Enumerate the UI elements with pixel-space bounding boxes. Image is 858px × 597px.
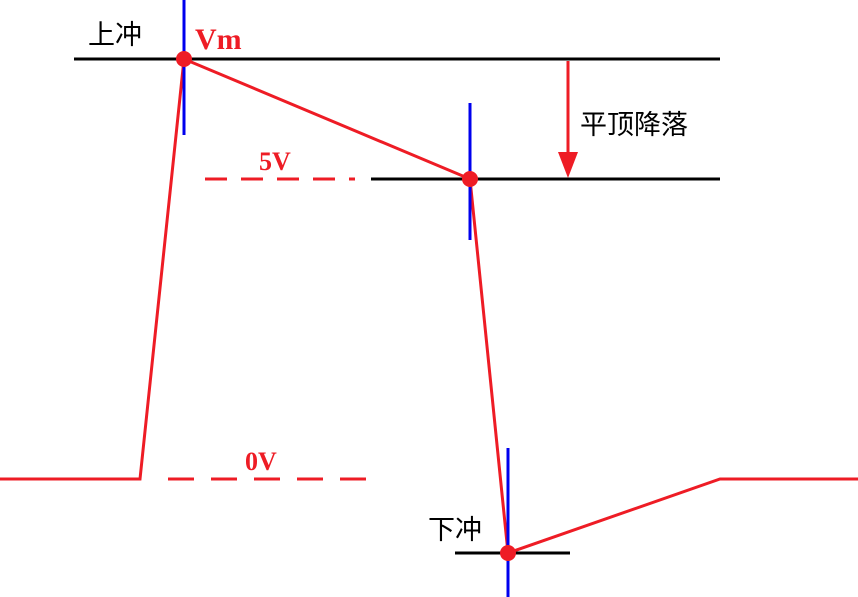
5v-label: 5V [259, 147, 291, 176]
5v-point [462, 171, 478, 187]
0v-label: 0V [245, 447, 277, 476]
undershoot-label: 下冲 [428, 515, 482, 546]
droop-arrow-head [558, 152, 578, 178]
vm-point [176, 51, 192, 67]
overshoot-label: 上冲 [88, 20, 142, 51]
pulse-waveform [0, 56, 858, 556]
droop-label: 平顶降落 [580, 110, 688, 141]
undershoot-point [500, 545, 516, 561]
vm-label: Vm [195, 23, 242, 56]
